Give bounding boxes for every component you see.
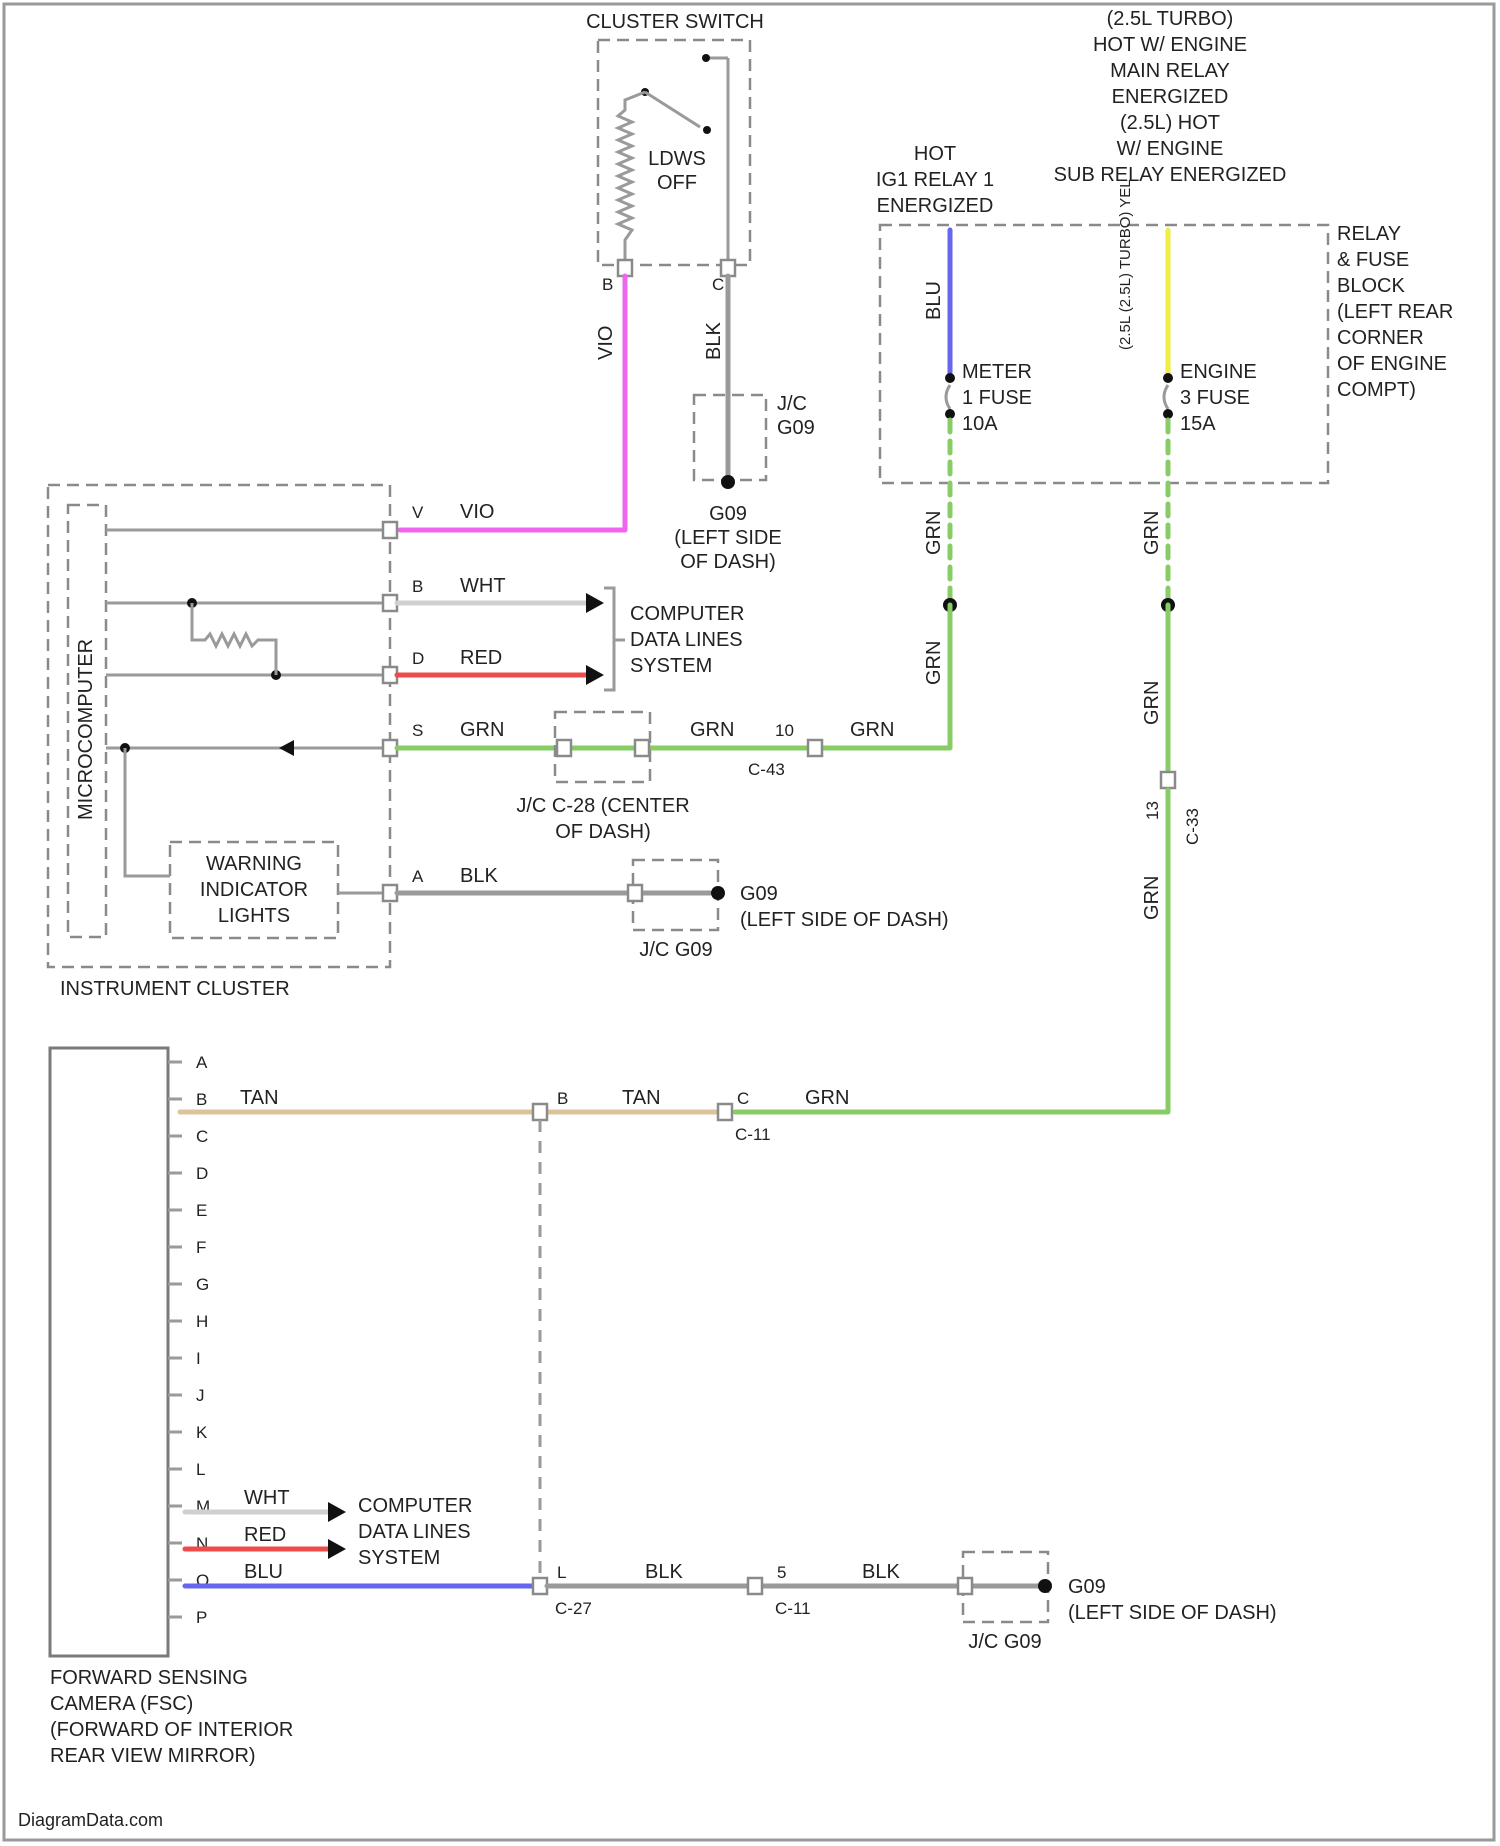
c11b-label: C-11 — [775, 1599, 811, 1618]
jc-g09-bot-label: J/C G09 — [968, 1631, 1041, 1653]
fsc-n-red: RED — [244, 1524, 286, 1546]
cluster-pin-v: V — [412, 503, 424, 522]
fsc-pin-c: C — [196, 1127, 208, 1146]
blu-top-label: BLU — [923, 281, 945, 320]
c43-label: C-43 — [748, 760, 785, 779]
cluster-d-red: RED — [460, 647, 502, 669]
cluster-v-vio: VIO — [460, 501, 494, 523]
grn-meter-label-2: GRN — [923, 641, 945, 685]
cluster-s-grn: GRN — [460, 719, 504, 741]
cluster-pin-s: S — [412, 721, 423, 740]
c27-label: C-27 — [555, 1599, 592, 1618]
cluster-pin-b: B — [412, 577, 423, 596]
c27-pin: L — [557, 1563, 566, 1582]
c33-pin: 13 — [1143, 801, 1162, 820]
fsc-m-wht: WHT — [244, 1487, 290, 1509]
c11-pin: C — [737, 1089, 749, 1108]
fsc-pin-k: K — [196, 1423, 208, 1442]
cluster-a-blk: BLK — [460, 865, 498, 887]
c11-label: C-11 — [735, 1125, 771, 1144]
cluster-switch-title: CLUSTER SWITCH — [586, 11, 764, 33]
cluster-b-wht: WHT — [460, 575, 506, 597]
watermark: DiagramData.com — [18, 1810, 163, 1830]
fsc-o-blu: BLU — [244, 1561, 283, 1583]
c11b-pin: 5 — [777, 1563, 786, 1582]
fsc-pin-j: J — [196, 1386, 205, 1405]
jc-g09-bot: J/C G09 G09(LEFT SIDE OF DASH) — [958, 1552, 1277, 1653]
instrument-cluster-label: INSTRUMENT CLUSTER — [60, 978, 290, 1000]
ground-g09-bot: G09(LEFT SIDE OF DASH) — [1068, 1576, 1277, 1624]
fsc-pin-f: F — [196, 1238, 206, 1257]
fsc-b-tan: TAN — [240, 1087, 279, 1109]
grn-engine-label-1: GRN — [1141, 511, 1163, 555]
blk-c11-label: BLK — [862, 1561, 900, 1583]
switch-pin-b: B — [602, 275, 613, 294]
grn-c11-label: GRN — [805, 1087, 849, 1109]
instrument-cluster: MICROCOMPUTER INSTRUMENT CLUSTER WARNING… — [48, 485, 390, 1000]
wire-vio — [400, 276, 625, 530]
microcomputer-label: MICROCOMPUTER — [75, 639, 97, 820]
wire-grn-eng-c — [735, 790, 1168, 1112]
fsc-pin-l: L — [196, 1460, 205, 1479]
grn-engine-label-2: GRN — [1141, 681, 1163, 725]
fsc-pin-i: I — [196, 1349, 201, 1368]
blk-switch-label: BLK — [703, 322, 725, 360]
vio-switch-label: VIO — [595, 326, 617, 360]
c33-label: C-33 — [1183, 808, 1202, 845]
tan-mid-label: TAN — [622, 1087, 661, 1109]
mid-pin-b: B — [557, 1089, 568, 1108]
blk-c27-label: BLK — [645, 1561, 683, 1583]
fsc-pin-a: A — [196, 1053, 208, 1072]
fsc-pin-p: P — [196, 1608, 207, 1627]
grn-right-label: GRN — [850, 719, 894, 741]
jc-g09-mid: J/C G09 G09(LEFT SIDE OF DASH) — [628, 860, 949, 961]
grn-mid-label: GRN — [690, 719, 734, 741]
switch-pin-c: C — [712, 275, 724, 294]
cluster-pin-d: D — [412, 649, 424, 668]
ground-g09-mid: G09(LEFT SIDE OF DASH) — [740, 883, 949, 931]
cluster-pin-a: A — [412, 867, 424, 886]
grn-engine-label-3: GRN — [1141, 876, 1163, 920]
fsc-pin-g: G — [196, 1275, 209, 1294]
jc-g09-mid-label: J/C G09 — [639, 939, 712, 961]
fsc-pin-d: D — [196, 1164, 208, 1183]
fsc-pin-b: B — [196, 1090, 207, 1109]
fsc-pin-h: H — [196, 1312, 208, 1331]
c43-pin: 10 — [775, 721, 794, 740]
fsc-pin-e: E — [196, 1201, 207, 1220]
grn-meter-label-1: GRN — [923, 511, 945, 555]
yel-top-label: (2.5L (2.5L) TURBO) YEL — [1117, 179, 1134, 350]
